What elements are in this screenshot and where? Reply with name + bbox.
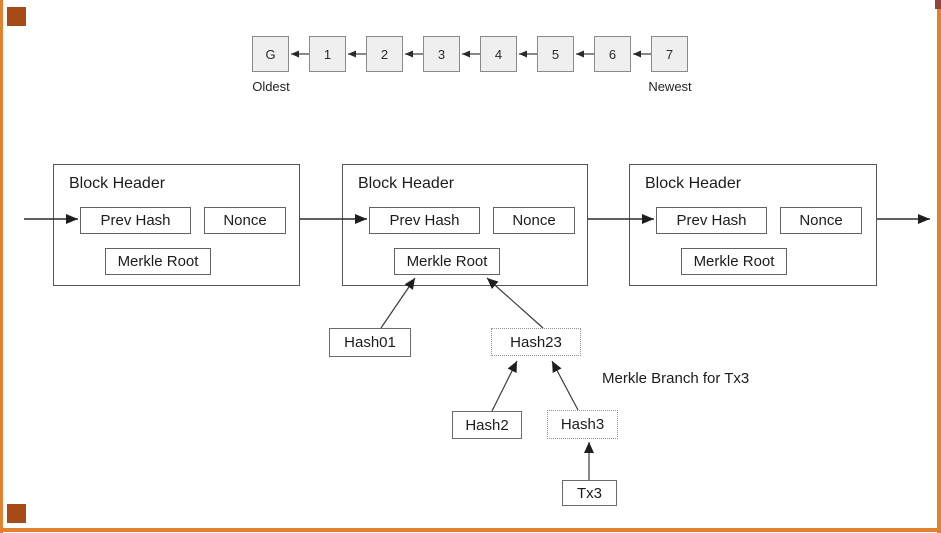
hash23-box: Hash23 (491, 328, 581, 356)
block-header-3-title: Block Header (645, 175, 742, 192)
block-1-nonce-box: Nonce (204, 207, 286, 234)
block-header-2-title: Block Header (358, 175, 455, 192)
block-3-merkle-root-box: Merkle Root (681, 248, 787, 275)
chain-block-6: 6 (594, 36, 631, 72)
frame-top-right-cap (935, 0, 941, 9)
block-header-2: Block Header Prev Hash Nonce Merkle Root (342, 164, 588, 286)
merkle-branch-caption: Merkle Branch for Tx3 (602, 370, 750, 387)
merkle-arrows (380, 277, 594, 480)
frame-right-line (937, 0, 941, 533)
hash01-box: Hash01 (329, 328, 411, 357)
block-header-1-title: Block Header (69, 175, 166, 192)
oldest-label: Oldest (252, 79, 290, 94)
tx3-box: Tx3 (562, 480, 617, 506)
block-1-prev-hash-box: Prev Hash (80, 207, 191, 234)
frame-bottom-line (0, 528, 941, 532)
block-2-nonce-box: Nonce (493, 207, 575, 234)
hash3-box: Hash3 (547, 410, 618, 439)
frame-bottom-left-handle (7, 504, 26, 523)
chain-block-7: 7 (651, 36, 688, 72)
block-2-merkle-root-box: Merkle Root (394, 248, 500, 275)
chain-block-5: 5 (537, 36, 574, 72)
frame-left-line (0, 0, 3, 533)
newest-label: Newest (648, 79, 692, 94)
block-3-prev-hash-box: Prev Hash (656, 207, 767, 234)
block-3-nonce-box: Nonce (780, 207, 862, 234)
chain-block-4: 4 (480, 36, 517, 72)
block-1-merkle-root-box: Merkle Root (105, 248, 211, 275)
hash2-box: Hash2 (452, 411, 522, 439)
chain-block-1: 1 (309, 36, 346, 72)
block-header-1: Block Header Prev Hash Nonce Merkle Root (53, 164, 300, 286)
chain-block-2: 2 (366, 36, 403, 72)
chain-block-3: 3 (423, 36, 460, 72)
chain-block-genesis: G (252, 36, 289, 72)
block-2-prev-hash-box: Prev Hash (369, 207, 480, 234)
frame-top-left-handle (7, 7, 26, 26)
block-header-3: Block Header Prev Hash Nonce Merkle Root (629, 164, 877, 286)
